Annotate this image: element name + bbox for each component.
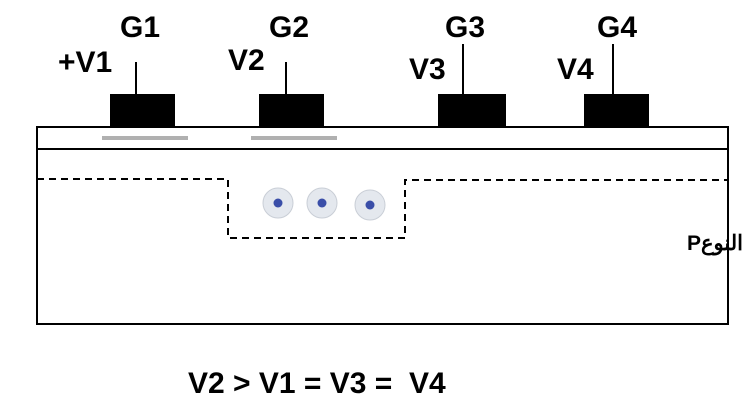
- gate-label-g4: G4: [597, 11, 637, 44]
- gate-label-g1: G1: [120, 11, 160, 44]
- charge-packet: [262, 187, 386, 221]
- semiconductor-substrate: [36, 126, 729, 325]
- electron-3: [354, 189, 386, 221]
- gate-electrode-g3: [438, 94, 506, 128]
- voltage-label-v2: V2: [228, 44, 265, 77]
- gate-label-g2: G2: [269, 11, 309, 44]
- voltage-label-v1: +V1: [58, 46, 112, 79]
- gate-g1: G1 +V1: [58, 11, 188, 140]
- gate-electrode-g4: [584, 94, 649, 128]
- electron-2: [306, 187, 338, 219]
- substrate-type-label: نصف ناقل من النوعP: [687, 232, 744, 256]
- gate-label-g3: G3: [445, 11, 485, 44]
- gate-shadow-g1: [102, 136, 188, 140]
- gate-electrode-g2: [259, 94, 324, 128]
- gate-g3: G3 V3: [409, 11, 506, 128]
- depletion-boundary: [37, 178, 728, 239]
- voltage-relation: V2 > V1 = V3 = V4: [188, 367, 446, 400]
- gate-g2: G2 V2: [228, 11, 337, 140]
- voltage-label-v3: V3: [409, 53, 446, 86]
- voltage-label-v4: V4: [557, 53, 594, 86]
- gate-g4: G4 V4: [557, 11, 649, 128]
- electron-1: [262, 187, 294, 219]
- gate-shadow-g2: [251, 136, 337, 140]
- gate-electrode-g1: [110, 94, 175, 128]
